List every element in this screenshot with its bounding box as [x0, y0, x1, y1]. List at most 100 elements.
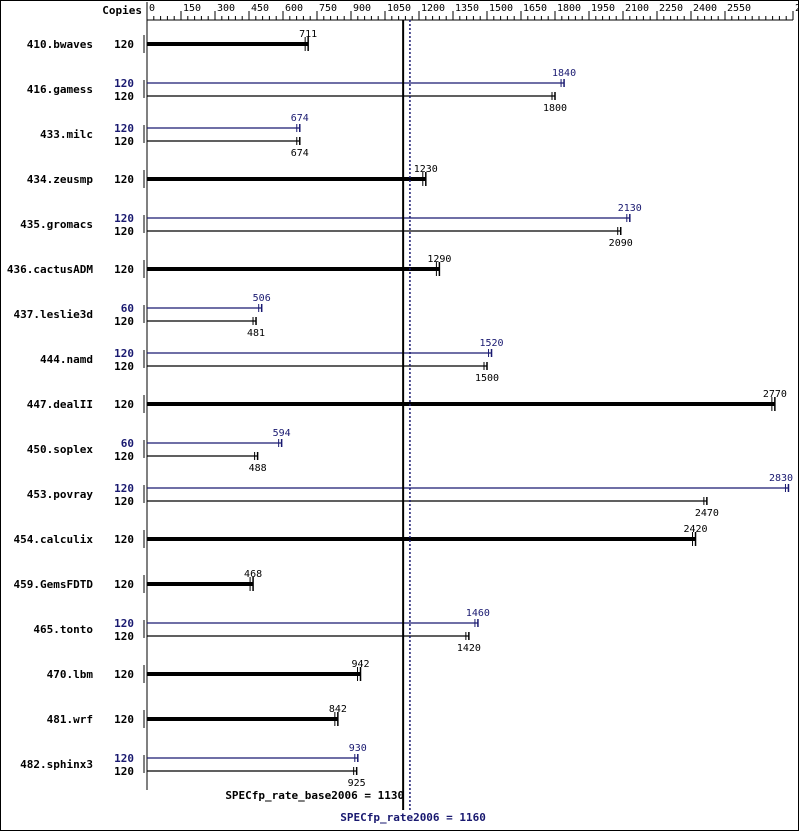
base-copies: 120 — [114, 173, 134, 186]
base-value-label: 942 — [351, 659, 369, 670]
benchmark-row: 434.zeusmp 120 1230 — [27, 164, 438, 188]
benchmark-name: 481.wrf — [47, 713, 93, 726]
peak-copies: 120 — [114, 347, 134, 360]
base-value-label: 674 — [291, 148, 309, 159]
base-copies: 120 — [114, 450, 134, 463]
base-value-label: 1800 — [543, 103, 567, 114]
base-copies: 120 — [114, 533, 134, 546]
base-value-label: 1420 — [457, 643, 481, 654]
peak-copies: 120 — [114, 617, 134, 630]
x-tick-label: 1500 — [489, 3, 513, 14]
benchmark-row: 454.calculix 120 2420 — [14, 524, 708, 548]
base-value-label: 2420 — [683, 524, 707, 535]
peak-value-label: 1840 — [552, 68, 576, 79]
base-copies: 120 — [114, 713, 134, 726]
benchmark-row: 450.soplex 60 594 120 488 — [27, 428, 291, 474]
x-tick-label: 2400 — [693, 3, 717, 14]
base-value-label: 711 — [299, 29, 317, 40]
base-copies: 120 — [114, 360, 134, 373]
benchmark-name: 433.milc — [40, 128, 93, 141]
benchmark-name: 465.tonto — [33, 623, 93, 636]
peak-copies: 120 — [114, 752, 134, 765]
x-tick-label: 450 — [251, 3, 269, 14]
base-value-label: 1230 — [414, 164, 438, 175]
peak-value-label: 1460 — [466, 608, 490, 619]
peak-value-label: 2830 — [769, 473, 793, 484]
base-copies: 120 — [114, 495, 134, 508]
benchmark-name: 450.soplex — [27, 443, 94, 456]
base-copies: 120 — [114, 263, 134, 276]
x-tick-label: 300 — [217, 3, 235, 14]
base-value-label: 1290 — [427, 254, 451, 265]
x-tick-label: 150 — [183, 3, 201, 14]
base-value-label: 2470 — [695, 508, 719, 519]
x-tick-label: 2100 — [625, 3, 649, 14]
benchmark-row: 433.milc 120 674 120 674 — [40, 113, 309, 159]
x-tick-label: 0 — [149, 3, 155, 14]
x-tick-label: 900 — [353, 3, 371, 14]
base-copies: 120 — [114, 398, 134, 411]
peak-copies: 120 — [114, 77, 134, 90]
benchmark-row: 459.GemsFDTD 120 468 — [14, 569, 262, 593]
x-tick-label: 750 — [319, 3, 337, 14]
peak-value-label: 2130 — [618, 203, 642, 214]
peak-summary-label: SPECfp_rate2006 = 1160 — [340, 811, 486, 824]
benchmark-name: 444.namd — [40, 353, 93, 366]
base-summary-label: SPECfp_rate_base2006 = 1130 — [225, 789, 404, 802]
x-tick-label: 1350 — [455, 3, 479, 14]
benchmark-row: 465.tonto 120 1460 120 1420 — [33, 608, 490, 654]
benchmark-name: 459.GemsFDTD — [14, 578, 94, 591]
peak-value-label: 674 — [291, 113, 309, 124]
x-axis: Copies 0 150 300 450 600 750 900 1050 1200 1350 150… — [102, 2, 799, 790]
peak-value-label: 1520 — [479, 338, 503, 349]
x-tick-label: 2850 — [795, 3, 799, 14]
peak-copies: 60 — [121, 302, 134, 315]
benchmark-row: 436.cactusADM 120 1290 — [7, 254, 451, 278]
base-value-label: 1500 — [475, 373, 499, 384]
base-value-label: 2770 — [763, 389, 787, 400]
base-value-label: 2090 — [609, 238, 633, 249]
copies-header: Copies — [102, 4, 142, 17]
benchmark-name: 437.leslie3d — [14, 308, 93, 321]
peak-copies: 120 — [114, 212, 134, 225]
base-copies: 120 — [114, 315, 134, 328]
base-copies: 120 — [114, 630, 134, 643]
base-value-label: 842 — [329, 704, 347, 715]
peak-copies: 120 — [114, 122, 134, 135]
benchmark-name: 435.gromacs — [20, 218, 93, 231]
x-tick-label: 2550 — [727, 3, 751, 14]
x-tick-label: 1950 — [591, 3, 615, 14]
base-copies: 120 — [114, 90, 134, 103]
benchmark-name: 434.zeusmp — [27, 173, 94, 186]
benchmark-name: 453.povray — [27, 488, 94, 501]
base-copies: 120 — [114, 225, 134, 238]
base-value-label: 468 — [244, 569, 262, 580]
benchmark-row: 470.lbm 120 942 — [47, 659, 370, 683]
x-tick-label: 1800 — [557, 3, 581, 14]
x-tick-label: 600 — [285, 3, 303, 14]
base-copies: 120 — [114, 135, 134, 148]
x-tick-label: 1650 — [523, 3, 547, 14]
benchmark-name: 470.lbm — [47, 668, 94, 681]
x-tick-label: 1200 — [421, 3, 445, 14]
base-value-label: 488 — [249, 463, 267, 474]
benchmark-row: 481.wrf 120 842 — [47, 704, 347, 728]
base-value-label: 925 — [348, 778, 366, 789]
x-tick-label: 1050 — [387, 3, 411, 14]
peak-value-label: 506 — [253, 293, 271, 304]
base-copies: 120 — [114, 668, 134, 681]
peak-value-label: 594 — [273, 428, 291, 439]
x-tick-label: 2250 — [659, 3, 683, 14]
benchmark-name: 454.calculix — [14, 533, 94, 546]
peak-copies: 60 — [121, 437, 134, 450]
base-copies: 120 — [114, 578, 134, 591]
benchmark-name: 436.cactusADM — [7, 263, 93, 276]
benchmark-row: 435.gromacs 120 2130 120 2090 — [20, 203, 642, 249]
